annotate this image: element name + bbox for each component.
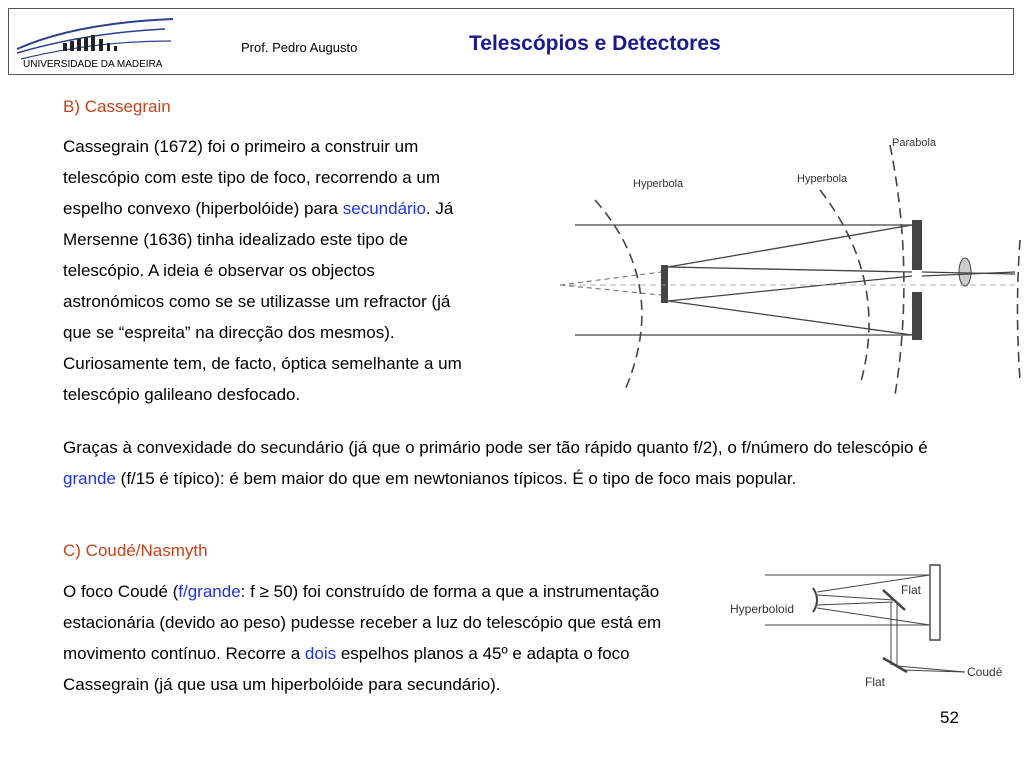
flat-mirror-top [882, 589, 906, 611]
text-line: Mersenne (1636) tinha idealizado este ti… [63, 230, 408, 249]
text-span: espelhos planos a 45º e adapta o foco Ca… [63, 644, 630, 694]
secondary-mirror [661, 265, 668, 303]
text-span: : f ≥ 50) foi construído de forma a que … [63, 582, 662, 663]
eyepiece-lens [958, 257, 972, 287]
text-line: telescópio com este tipo de foco, recorr… [63, 168, 441, 187]
university-name: UNIVERSIDADE DA MADEIRA [23, 59, 163, 70]
page-number: 52 [940, 708, 959, 727]
hyperboloid-mirror [812, 587, 818, 613]
highlight-dois: dois [304, 644, 337, 663]
coude-paragraph: O foco Coudé (f/grande: f ≥ 50) foi cons… [63, 576, 703, 700]
label-coude: Coudé [967, 665, 1003, 679]
cassegrain-paragraph: Cassegrain (1672) foi o primeiro a const… [63, 131, 543, 410]
section-heading-cassegrain: B) Cassegrain [63, 97, 171, 116]
coude-diagram: Hyperboloid Flat Flat Coudé [730, 564, 1003, 689]
highlight-f-grande: f/grande [178, 582, 241, 601]
parabola-curve [889, 144, 905, 396]
text-line: telescópio. A ideia é observar os object… [63, 261, 375, 280]
label-hyperboloid: Hyperboloid [730, 602, 794, 616]
cassegrain-fnumber-paragraph: Graças à convexidade do secundário (já q… [63, 432, 943, 494]
section-heading-coude: C) Coudé/Nasmyth [63, 541, 208, 560]
text-line: astronómicos como se se utilizasse um re… [63, 292, 451, 311]
primary-mirror-bottom [912, 292, 922, 340]
slide-header: UNIVERSIDADE DA MADEIRA Prof. Pedro Augu… [8, 8, 1014, 75]
text-line: Cassegrain (1672) foi o primeiro a const… [63, 137, 419, 156]
text-span: espelho convexo (hiperbolóide) para [63, 199, 343, 218]
university-logo [16, 18, 174, 60]
author-name: Prof. Pedro Augusto [241, 40, 358, 55]
text-line: espelho convexo (hiperbolóide) para secu… [63, 193, 543, 224]
text-line: Curiosamente tem, de facto, óptica semel… [63, 354, 462, 373]
text-span: (f/15 é típico): é bem maior do que em n… [115, 469, 797, 488]
label-parabola: Parabola [892, 137, 937, 149]
hyperbola-left-curve [594, 199, 643, 391]
highlight-grande: grande [63, 469, 116, 488]
highlight-secundario: secundário [342, 199, 426, 218]
text-line: telescópio galileano desfocado. [63, 385, 301, 404]
text-line: que se “espreita” na direcção dos mesmos… [63, 323, 395, 342]
text-span: . Já [425, 199, 454, 218]
primary-mirror [929, 564, 941, 641]
slide-title: Telescópios e Detectores [469, 32, 721, 55]
text-span: O foco Coudé ( [63, 582, 179, 601]
hyperbola-right-curve [819, 189, 870, 386]
label-hyperbola-right: Hyperbola [797, 173, 848, 185]
primary-mirror-top [912, 220, 922, 270]
label-hyperbola-left: Hyperbola [633, 178, 684, 190]
label-flat-bottom: Flat [865, 675, 886, 689]
text-span: Graças à convexidade do secundário (já q… [63, 438, 928, 457]
far-arc [1016, 239, 1021, 381]
label-flat-top: Flat [901, 583, 922, 597]
cassegrain-diagram: Hyperbola Hyperbola Parabola [559, 137, 1021, 396]
